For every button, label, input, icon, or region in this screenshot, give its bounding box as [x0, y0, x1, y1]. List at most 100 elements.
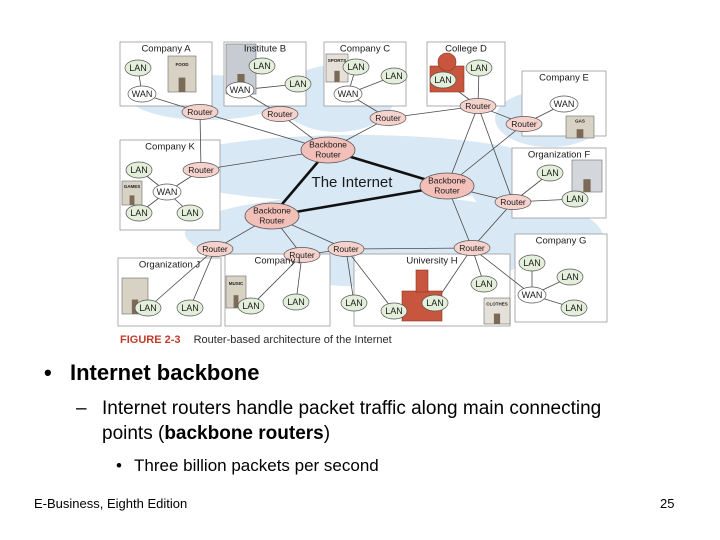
router-node: [459, 98, 497, 114]
lan-node: [282, 293, 310, 311]
router-label: Router: [333, 244, 359, 254]
router-label: Router: [187, 107, 213, 117]
lan-node: [248, 57, 276, 75]
network-link: [471, 247, 533, 296]
lan-label: LAN: [181, 303, 199, 313]
router-node: [327, 241, 365, 257]
network-link: [477, 105, 514, 203]
wan-node: [549, 95, 579, 113]
wan-label: WAN: [554, 99, 575, 109]
lan-node: [237, 297, 265, 315]
building-org-f-door: [583, 179, 591, 192]
wan-label: WAN: [157, 187, 178, 197]
bullet-dot-icon: •: [116, 456, 122, 475]
router-label: Router: [500, 197, 526, 207]
panel-b-title: Institute B: [244, 44, 286, 55]
lan-node: [429, 71, 457, 89]
building-gas: GAS: [565, 115, 595, 139]
panel-i-title: Company I: [255, 256, 301, 267]
lan-label: LAN: [345, 298, 363, 308]
lan-label: LAN: [253, 61, 271, 71]
page-number: 25: [660, 496, 675, 511]
lan-node: [380, 302, 408, 320]
lan-node: [561, 190, 589, 208]
lan-node: [176, 204, 204, 222]
lan-label: LAN: [129, 63, 147, 73]
lan-label: LAN: [242, 301, 260, 311]
building-food-sign: FOOD: [176, 62, 190, 67]
lan-node: [284, 75, 312, 93]
panel-h-title: University H: [406, 256, 457, 267]
lan-node: [465, 59, 493, 77]
footer-book-title: E-Business, Eighth Edition: [34, 496, 188, 511]
panel-j-title: Organization J: [139, 260, 201, 271]
wan-node: [517, 286, 547, 304]
building-gas-door: [576, 129, 584, 138]
lan-node: [518, 254, 546, 272]
building-music-door: [233, 295, 239, 308]
wan-node: [225, 81, 255, 99]
network-link: [189, 248, 216, 309]
building-clothes-door: [493, 313, 501, 324]
backbone-router-label-line1: Backbone: [253, 205, 291, 215]
panel-k-title: Company K: [145, 142, 195, 153]
panel-g-title: Company G: [536, 236, 587, 247]
network-link: [250, 254, 303, 307]
lan-node: [125, 161, 153, 179]
panel-a-title: Company A: [141, 44, 191, 55]
backbone-router-node: [244, 202, 300, 230]
lan-label: LAN: [347, 62, 365, 72]
network-link: [147, 248, 216, 309]
bullet-dash-icon: –: [76, 398, 87, 419]
lan-node: [134, 299, 162, 317]
lan-node: [340, 294, 368, 312]
building-sports: SPORTS: [325, 53, 349, 83]
lan-node: [124, 59, 152, 77]
backbone-router-label-line1: Backbone: [309, 139, 347, 149]
building-gas-sign: GAS: [575, 119, 585, 124]
lan-node: [125, 204, 153, 222]
lan-node: [342, 58, 370, 76]
building-games-sign: GAMES: [124, 184, 141, 189]
building-food-door: [178, 77, 186, 92]
lan-node: [176, 299, 204, 317]
building-university-tower: [415, 269, 429, 293]
lan-node: [470, 275, 498, 293]
lan-node: [380, 67, 408, 85]
lan-label: LAN: [426, 298, 444, 308]
backbone-router-label-line2: Router: [315, 149, 341, 159]
network-link: [345, 247, 473, 250]
building-org-f: [571, 159, 603, 193]
panel-d-title: College D: [445, 44, 487, 55]
network-link: [471, 201, 514, 249]
figure-number: FIGURE 2-3: [120, 334, 181, 346]
router-label: Router: [465, 101, 491, 111]
router-label: Router: [375, 113, 401, 123]
lan-label: LAN: [523, 258, 541, 268]
building-music-sign: MUSIC: [229, 281, 244, 286]
wan-label: WAN: [230, 85, 251, 95]
bullet-level1-text: Internet backbone: [70, 360, 260, 385]
lan-node: [560, 299, 588, 317]
bullet-dot-icon: •: [44, 360, 52, 385]
building-music: MUSIC: [225, 275, 247, 309]
backbone-router-node: [300, 136, 356, 164]
router-node: [196, 241, 234, 257]
lan-label: LAN: [385, 306, 403, 316]
bullet-level2: – Internet routers handle packet traffic…: [76, 396, 636, 446]
bullet-level2-end: ): [323, 423, 331, 444]
building-sports-door: [334, 70, 340, 82]
lan-label: LAN: [181, 208, 199, 218]
wan-node: [152, 183, 182, 201]
router-node: [369, 110, 407, 126]
panel-e-title: Company E: [539, 73, 589, 84]
internet-label: The Internet: [312, 174, 394, 191]
building-college-dome: [437, 52, 457, 72]
bullet-level3: •Three billion packets per second: [116, 456, 379, 476]
network-link: [199, 111, 202, 171]
building-games-door: [129, 195, 135, 205]
building-games: GAMES: [121, 180, 143, 206]
backbone-router-node: [419, 172, 475, 200]
lan-label: LAN: [565, 303, 583, 313]
